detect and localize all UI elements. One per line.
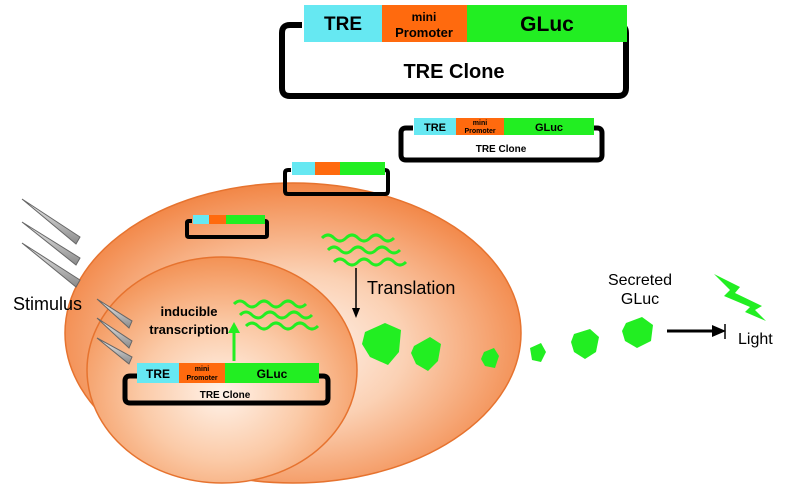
mini-promoter-segment xyxy=(209,215,226,224)
stimulus-pipettes xyxy=(21,198,133,365)
tre-segment xyxy=(193,215,209,224)
tre-segment xyxy=(304,5,382,42)
plasmid-nucleus: TRE mini Promoter GLuc TRE Clone xyxy=(122,363,331,406)
plasmid-large: TRE mini Promoter GLuc TRE Clone xyxy=(279,5,629,99)
tre-clone-label: TRE Clone xyxy=(476,144,527,155)
inducible-label: inducible xyxy=(160,304,217,319)
plasmid-medium: TRE mini Promoter GLuc TRE Clone xyxy=(398,118,605,163)
tre-clone-label: TRE Clone xyxy=(403,61,504,83)
mini-promoter-segment xyxy=(179,363,225,383)
tre-label: TRE xyxy=(424,122,446,134)
transcription-arrow xyxy=(228,322,240,361)
gluc-label: GLuc xyxy=(257,367,288,381)
tre-clone-label: TRE Clone xyxy=(200,390,251,401)
secreted-label: Secreted xyxy=(608,272,672,289)
plasmid-small-entering xyxy=(283,162,390,196)
gluc-segment xyxy=(467,5,627,42)
mini-label: mini xyxy=(412,10,437,24)
mini-label: mini xyxy=(473,120,487,127)
mini-promoter-segment xyxy=(456,118,504,135)
plasmid-tiny xyxy=(185,215,269,239)
tre-label: TRE xyxy=(146,367,170,381)
gluc-segment xyxy=(340,162,385,175)
mini-promoter-segment xyxy=(315,162,340,175)
mrna-cytoplasm xyxy=(320,233,408,267)
promoter-label: Promoter xyxy=(464,128,495,135)
mrna-nucleus xyxy=(232,299,320,331)
gluc-label: GLuc xyxy=(535,122,563,134)
promoter-label: Promoter xyxy=(395,25,453,40)
light-arrow xyxy=(667,324,726,339)
gluc-segment xyxy=(225,363,319,383)
mini-promoter-segment xyxy=(382,5,467,42)
tre-label: TRE xyxy=(324,14,362,35)
gluc-label: GLuc xyxy=(520,13,574,36)
tre-segment xyxy=(414,118,456,135)
transcription-label: transcription xyxy=(149,322,229,337)
mini-label: mini xyxy=(195,366,209,373)
translation-label: Translation xyxy=(367,278,455,298)
lightning-bolt-icon xyxy=(714,274,766,321)
tre-segment xyxy=(137,363,179,383)
gluc-segment xyxy=(226,215,265,224)
secreted-gluc-label: GLuc xyxy=(621,291,659,308)
promoter-label: Promoter xyxy=(186,375,217,382)
translation-arrow xyxy=(352,268,360,318)
tre-segment xyxy=(292,162,315,175)
stimulus-label: Stimulus xyxy=(13,294,82,314)
gluc-proteins xyxy=(362,317,653,371)
light-label: Light xyxy=(738,331,773,348)
gluc-segment xyxy=(504,118,594,135)
